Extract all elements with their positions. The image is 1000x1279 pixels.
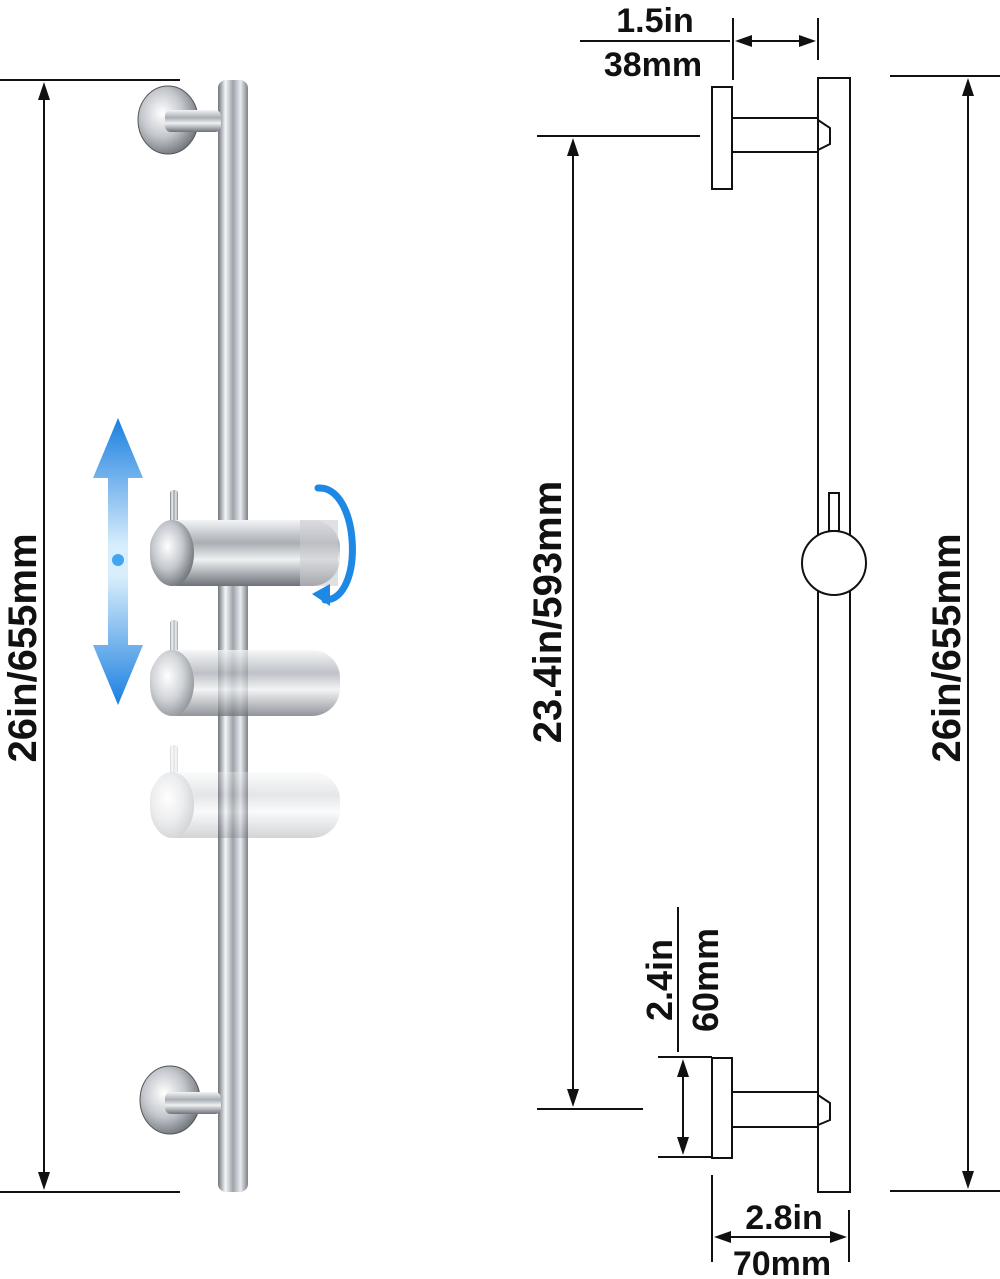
vertical-adjust-arrow-icon [93,418,143,705]
left-height-dimension [0,79,180,1193]
bracket-spacing-label: 23.4in/593mm [526,481,570,743]
technical-drawing [711,77,867,1193]
left-height-label: 26in/655mm [1,533,45,762]
top-offset-dimension [580,18,819,80]
bottom-wall-bracket [139,1065,221,1135]
product-illustration [93,80,356,1192]
bracket-height-mm-label: 60mm [685,928,726,1032]
bottom-depth-in-label: 2.8in [745,1199,822,1237]
bottom-bracket-outline [711,1057,733,1159]
bracket-height-dimension [658,907,712,1158]
shower-head-holder-ghost [150,745,340,838]
top-offset-in-label: 1.5in [616,2,693,40]
top-offset-mm-label: 38mm [604,46,702,84]
rotate-arrow-icon [312,484,356,606]
bracket-height-in-label: 2.4in [639,939,680,1021]
bottom-depth-mm-label: 70mm [733,1245,831,1279]
holder-outline [801,530,867,596]
shower-head-holder [150,490,340,586]
top-wall-bracket [137,85,221,155]
shower-head-holder-ghost [150,620,340,716]
top-bracket-outline [711,86,733,190]
bracket-spacing-dimension [537,135,700,1110]
bottom-depth-dimension [711,1175,850,1262]
slide-rail [218,80,248,1192]
rail-outline [817,77,851,1193]
right-height-dimension [890,75,1000,1192]
right-height-label: 26in/655mm [925,533,969,762]
